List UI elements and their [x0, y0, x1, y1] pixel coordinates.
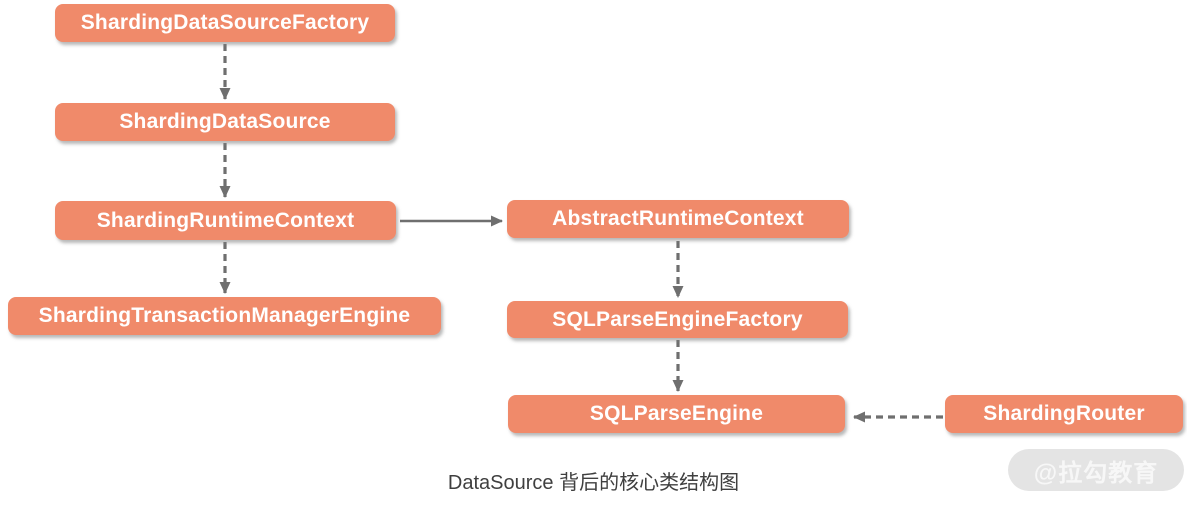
node-sql-parse-engine: SQLParseEngine [508, 395, 845, 433]
node-sharding-data-source: ShardingDataSource [55, 103, 395, 141]
watermark-badge: @拉勾教育 [1008, 449, 1184, 491]
diagram-caption: DataSource 背后的核心类结构图 [447, 472, 740, 494]
node-sharding-transaction-manager-engine: ShardingTransactionManagerEngine [8, 297, 441, 335]
node-abstract-runtime-context: AbstractRuntimeContext [507, 200, 849, 238]
node-sql-parse-engine-factory: SQLParseEngineFactory [507, 301, 848, 338]
node-sharding-data-source-factory: ShardingDataSourceFactory [55, 4, 395, 42]
node-sharding-router: ShardingRouter [945, 395, 1183, 433]
node-sharding-runtime-context: ShardingRuntimeContext [55, 201, 396, 240]
